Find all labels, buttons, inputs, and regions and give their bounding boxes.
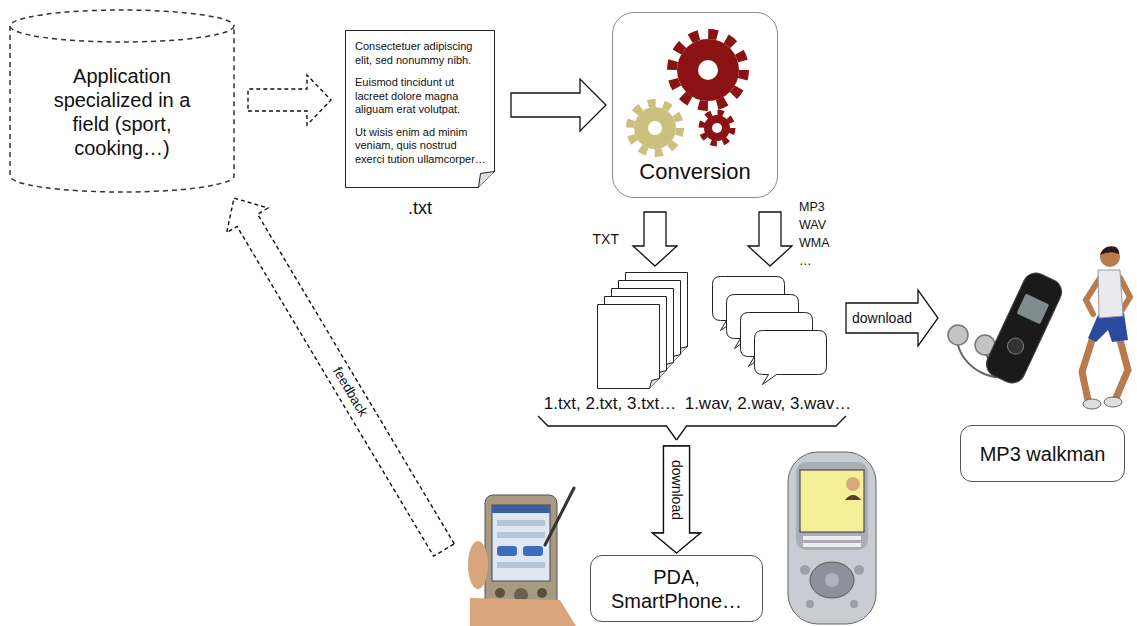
gear-icon bbox=[702, 113, 733, 144]
node-outline bbox=[700, 268, 836, 414]
bracket-line bbox=[677, 416, 847, 440]
arrow-body bbox=[248, 75, 331, 125]
mp3-player-picture bbox=[948, 269, 1066, 387]
file-stack: 1.txt, 2.txt, 3.txt… bbox=[526, 268, 694, 414]
file-extension-label: .txt bbox=[408, 198, 432, 219]
arrow-body bbox=[227, 198, 455, 556]
node-label: PDA, SmartPhone… bbox=[601, 565, 752, 613]
bracket-line bbox=[538, 416, 677, 440]
block-arrow bbox=[511, 79, 606, 131]
block-arrow bbox=[227, 198, 455, 556]
node-label: Application specialized in a field (spor… bbox=[47, 64, 197, 160]
edge-label: TXT bbox=[591, 231, 621, 247]
audio-stack: 1.wav, 2.wav, 3.wav… bbox=[700, 268, 836, 414]
block-arrow bbox=[538, 416, 701, 553]
text-document: Consectetuer adipiscing elit, sed nonumm… bbox=[345, 30, 495, 188]
device-box: MP3 walkman bbox=[960, 425, 1125, 482]
runner-picture bbox=[1082, 246, 1130, 409]
block-arrow bbox=[248, 75, 331, 125]
document-paragraph: Ut wisis enim ad minim veniam, quis nost… bbox=[355, 126, 487, 167]
document-paragraph: Euismod tincidunt ut lacreet dolore magn… bbox=[355, 76, 487, 117]
edge-label: MP3 WAV WMA … bbox=[797, 198, 835, 270]
node-outline bbox=[526, 268, 694, 414]
edge-label: download bbox=[669, 458, 685, 522]
arrow-body bbox=[748, 212, 792, 266]
database-cylinder: Application specialized in a field (spor… bbox=[8, 8, 236, 194]
block-arrow bbox=[633, 212, 677, 266]
device-box: PDA, SmartPhone… bbox=[590, 555, 763, 622]
arrow-body bbox=[653, 446, 701, 553]
node-label: MP3 walkman bbox=[980, 442, 1106, 466]
block-arrow bbox=[846, 290, 938, 346]
pda-picture bbox=[468, 488, 576, 626]
device-group: MP3 walkman bbox=[942, 236, 1132, 486]
node-label: Conversion bbox=[639, 159, 750, 185]
arrow-body bbox=[511, 79, 606, 131]
edge-label: download bbox=[850, 310, 914, 326]
block-arrow bbox=[748, 212, 792, 266]
gear-icon bbox=[630, 103, 680, 153]
arrow-body bbox=[653, 446, 701, 553]
file-list-label: 1.wav, 2.wav, 3.wav… bbox=[685, 394, 852, 414]
arrow-body bbox=[633, 212, 677, 266]
smartphone-picture bbox=[788, 452, 876, 624]
process-box: Conversion bbox=[612, 12, 778, 198]
edge-label: feedback bbox=[328, 362, 372, 421]
file-list-label: 1.txt, 2.txt, 3.txt… bbox=[544, 394, 676, 414]
gear-icon bbox=[672, 34, 744, 106]
document-paragraph: Consectetuer adipiscing elit, sed nonumm… bbox=[355, 40, 487, 67]
arrow-body bbox=[846, 290, 938, 346]
